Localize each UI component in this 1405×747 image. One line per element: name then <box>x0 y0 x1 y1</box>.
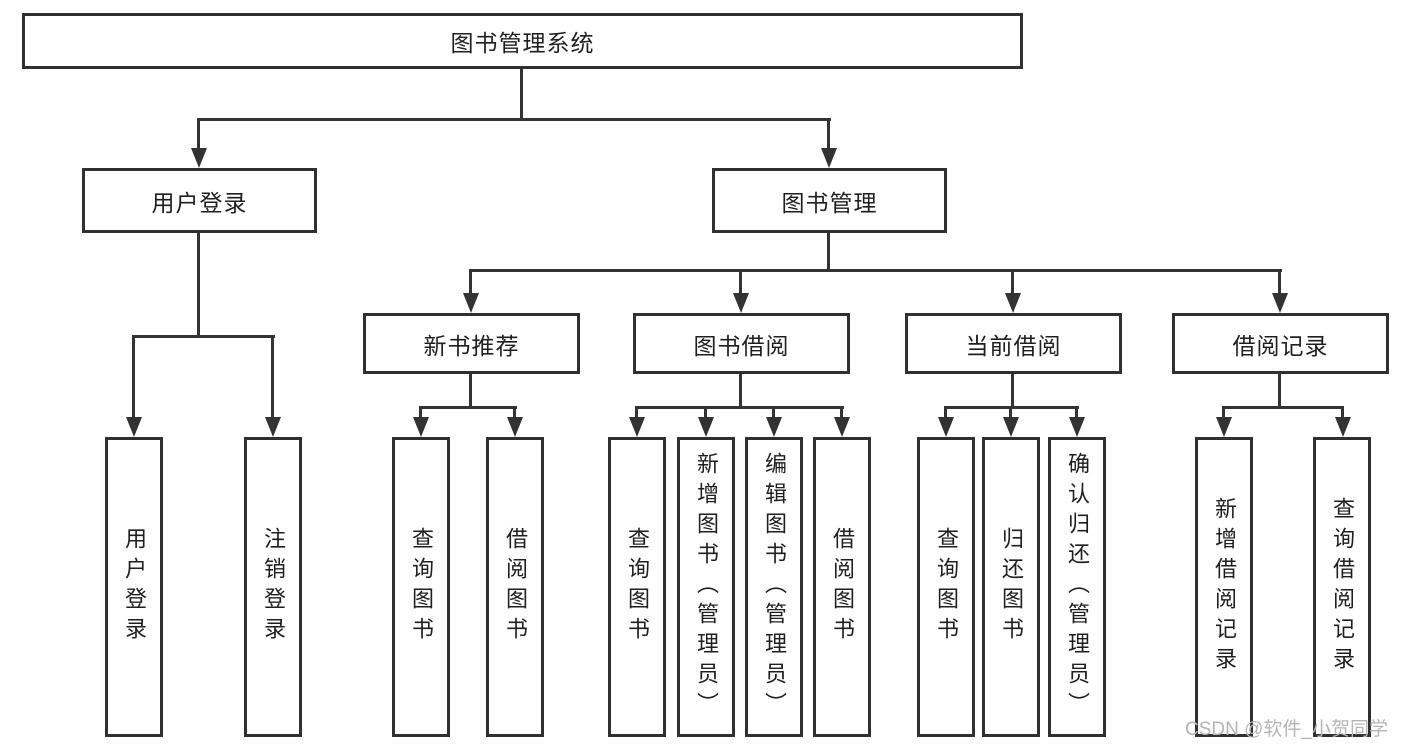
connector-line <box>197 118 831 121</box>
arrowhead-down-icon <box>1216 417 1232 437</box>
connector-line <box>1222 406 1344 409</box>
node-user-login: 用户登录 <box>82 168 317 233</box>
node-leaf-query-books: 查询图书 <box>917 437 975 737</box>
connector-line <box>704 406 707 419</box>
connector-line <box>739 269 742 295</box>
node-leaf-user-login: 用户登录 <box>105 437 163 737</box>
connector-line <box>469 269 472 295</box>
arrowhead-down-icon <box>1003 417 1019 437</box>
node-leaf-add-books-admin: 新增图书（管理员） <box>677 437 735 737</box>
node-leaf-query-books: 查询图书 <box>608 437 666 737</box>
node-leaf-query-borrow-record: 查询借阅记录 <box>1313 437 1371 737</box>
node-leaf-query-books: 查询图书 <box>392 437 450 737</box>
arrowhead-down-icon <box>733 293 749 313</box>
node-library-management-system: 图书管理系统 <box>22 13 1023 69</box>
connector-line <box>635 406 638 419</box>
arrowhead-down-icon <box>629 417 645 437</box>
connector-line <box>419 406 422 419</box>
connector-line <box>1278 374 1281 406</box>
node-borrowing-records: 借阅记录 <box>1172 313 1389 374</box>
node-leaf-edit-books-admin: 编辑图书（管理员） <box>745 437 803 737</box>
arrowhead-down-icon <box>698 417 714 437</box>
arrowhead-down-icon <box>1335 417 1351 437</box>
node-book-management: 图书管理 <box>712 168 947 233</box>
connector-line <box>197 233 200 335</box>
node-leaf-add-borrow-record: 新增借阅记录 <box>1195 437 1253 737</box>
arrowhead-down-icon <box>1272 293 1288 313</box>
connector-line <box>1278 269 1281 295</box>
node-current-borrowing: 当前借阅 <box>905 313 1122 374</box>
arrowhead-down-icon <box>265 417 281 437</box>
connector-line <box>132 335 275 338</box>
arrowhead-down-icon <box>463 293 479 313</box>
node-leaf-borrow-books: 借阅图书 <box>486 437 544 737</box>
arrowhead-down-icon <box>1005 293 1021 313</box>
arrowhead-down-icon <box>126 417 142 437</box>
connector-line <box>520 69 523 118</box>
connector-line <box>739 374 742 406</box>
node-book-borrowing: 图书借阅 <box>633 313 850 374</box>
connector-line <box>827 118 830 150</box>
arrowhead-down-icon <box>507 417 523 437</box>
connector-line <box>469 269 1282 272</box>
arrowhead-down-icon <box>191 148 207 168</box>
connector-line <box>1341 406 1344 419</box>
arrowhead-down-icon <box>834 417 850 437</box>
connector-line <box>772 406 775 419</box>
arrowhead-down-icon <box>821 148 837 168</box>
node-leaf-return-books: 归还图书 <box>982 437 1040 737</box>
node-leaf-logout: 注销登录 <box>244 437 302 737</box>
connector-line <box>840 406 843 419</box>
connector-line <box>635 406 844 409</box>
connector-line <box>1011 269 1014 295</box>
connector-line <box>827 233 830 269</box>
node-leaf-borrow-books: 借阅图书 <box>813 437 871 737</box>
arrowhead-down-icon <box>766 417 782 437</box>
connector-line <box>944 406 947 419</box>
connector-line <box>197 118 200 150</box>
connector-line <box>1009 406 1012 419</box>
connector-line <box>1222 406 1225 419</box>
node-leaf-confirm-return-admin: 确认归还（管理员） <box>1048 437 1106 737</box>
connector-line <box>1075 406 1078 419</box>
connector-line <box>469 374 472 406</box>
connector-line <box>513 406 516 419</box>
connector-line <box>1011 374 1014 406</box>
csdn-watermark: CSDN @软件_小贺同学 <box>1185 719 1388 740</box>
arrowhead-down-icon <box>1069 417 1085 437</box>
connector-line <box>419 406 517 409</box>
node-new-book-recommendation: 新书推荐 <box>363 313 580 374</box>
arrowhead-down-icon <box>938 417 954 437</box>
arrowhead-down-icon <box>413 417 429 437</box>
connector-line <box>132 335 135 419</box>
connector-line <box>271 335 274 419</box>
